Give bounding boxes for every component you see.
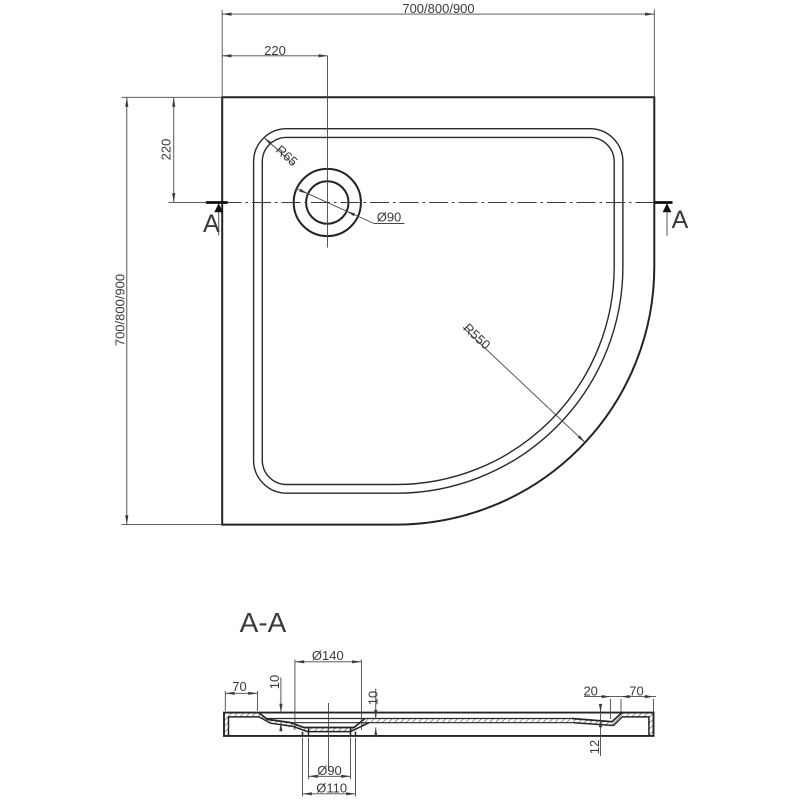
svg-text:700/800/900: 700/800/900 [112,274,127,346]
svg-text:10: 10 [267,675,282,689]
svg-text:12: 12 [587,740,602,754]
svg-text:20: 20 [583,683,597,698]
svg-text:A: A [203,210,220,238]
svg-text:10: 10 [366,691,381,705]
svg-text:A-A: A-A [240,607,287,638]
svg-text:Ø90: Ø90 [317,763,342,778]
svg-text:Ø90: Ø90 [377,210,402,225]
svg-text:220: 220 [264,43,286,58]
svg-text:70: 70 [232,679,246,694]
svg-text:700/800/900: 700/800/900 [402,1,474,16]
svg-text:220: 220 [158,139,173,161]
svg-text:A: A [672,206,689,234]
svg-text:Ø140: Ø140 [312,648,344,663]
svg-text:Ø110: Ø110 [316,781,347,796]
svg-text:70: 70 [629,683,643,698]
